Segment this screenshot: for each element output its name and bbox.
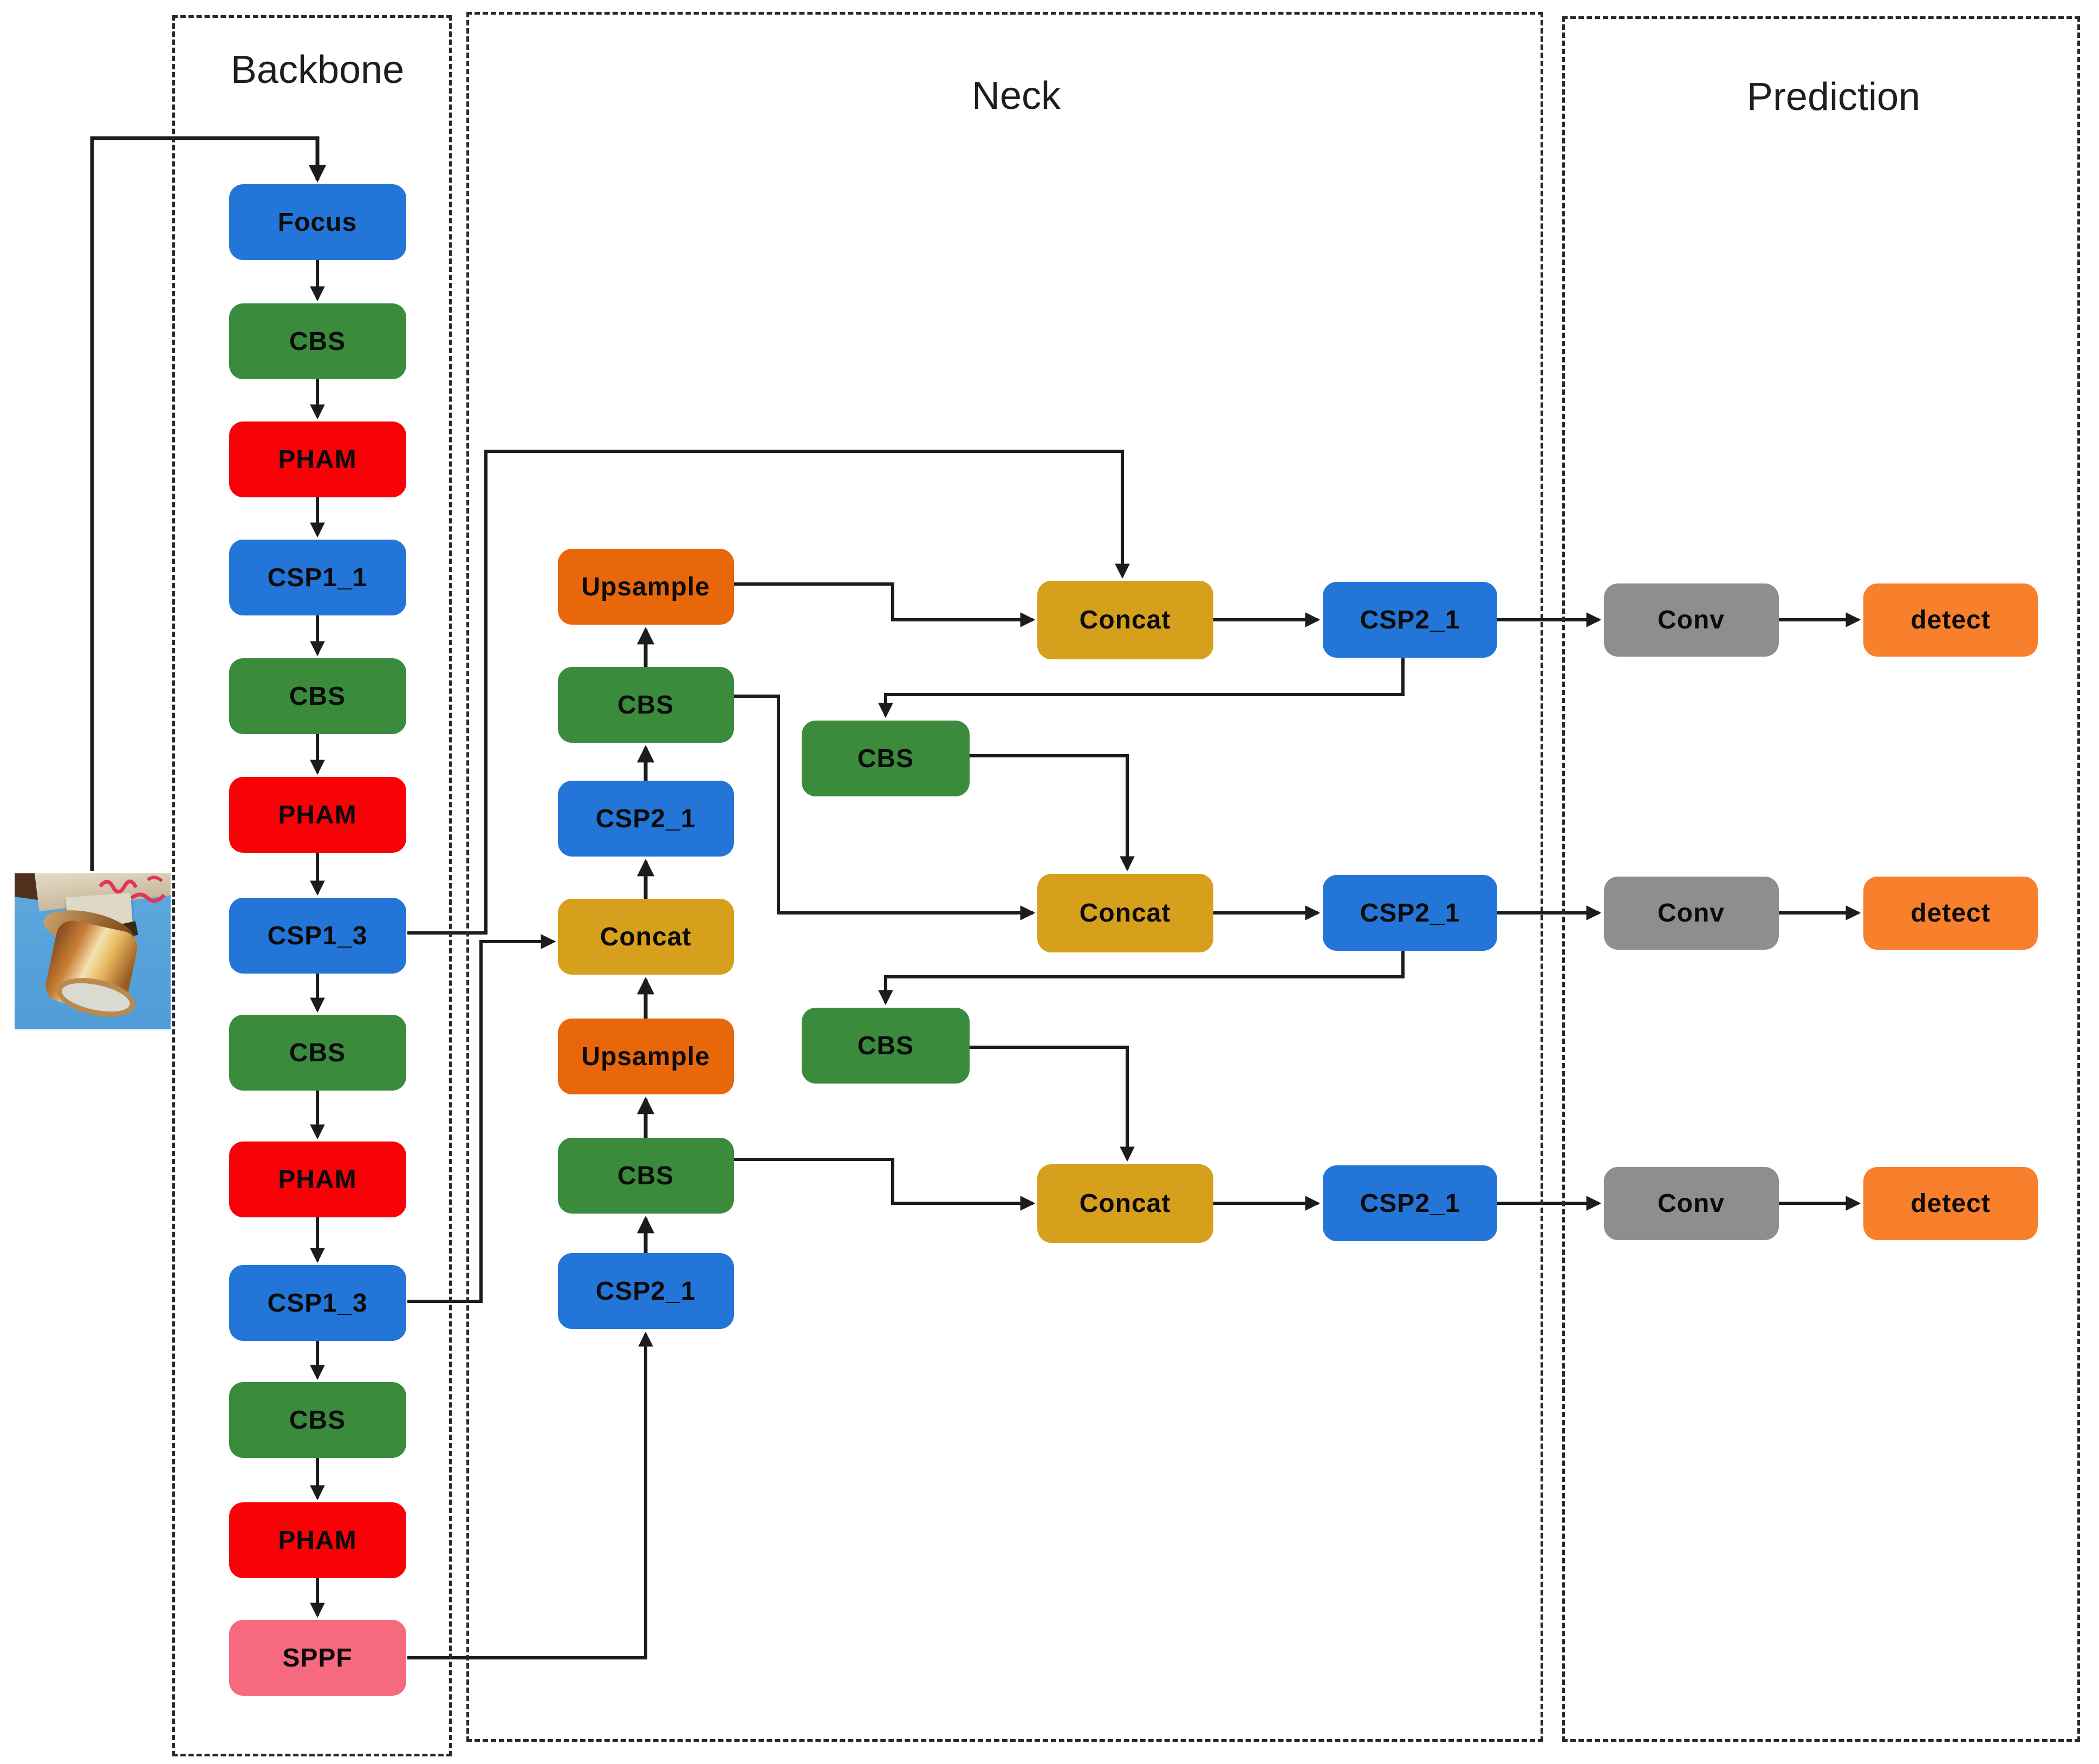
node-detect-r3: detect (1863, 1166, 2038, 1240)
node-cbs-n1: CBS (557, 667, 734, 743)
node-pham-b1: PHAM (229, 421, 406, 497)
node-cbs-b1: CBS (229, 303, 406, 379)
node-concat-r2: Concat (1037, 873, 1213, 952)
node-cbs-b2: CBS (229, 658, 406, 734)
insulator-photo (15, 873, 171, 1029)
edge-csp2r2-down-to-cbsm2 (878, 951, 1405, 1006)
edge-sppf-to-csp2 (407, 1331, 653, 1659)
node-concat-r3: Concat (1037, 1164, 1213, 1243)
node-csp2-r3: CSP2_1 (1323, 1165, 1497, 1241)
node-upsample-2: Upsample (557, 1019, 734, 1094)
edge-cbsn2-to-concat-r3 (734, 1158, 1036, 1211)
node-conv-r2: Conv (1603, 876, 1779, 950)
edge-cbsm2-to-concat-r3-top (970, 1046, 1135, 1162)
node-pham-b4: PHAM (229, 1502, 406, 1578)
backbone-section-frame (172, 15, 452, 1756)
node-csp2-n1: CSP2_1 (557, 781, 734, 857)
edge-cbsm1-to-concat-r2-top (970, 754, 1135, 872)
node-cbs-b4: CBS (229, 1382, 406, 1458)
photo-red-scribble (99, 875, 166, 903)
node-csp1-1: CSP1_1 (229, 540, 406, 615)
edge-cbsn1-to-concat-r2 (734, 695, 1036, 920)
edge-csp13b-to-neck-concat (407, 934, 556, 1303)
edge-upsample1-to-concat-r1 (734, 582, 1036, 627)
backbone-section-title: Backbone (230, 48, 405, 92)
node-pham-b2: PHAM (229, 777, 406, 853)
node-conv-r1: Conv (1603, 583, 1779, 657)
node-csp2-r1: CSP2_1 (1323, 582, 1497, 658)
node-conv-r3: Conv (1603, 1166, 1779, 1240)
node-cbs-m1: CBS (802, 721, 970, 796)
node-detect-r1: detect (1863, 583, 2038, 657)
edge-csp13a-top-route-concat1 (407, 450, 1130, 935)
node-focus: Focus (229, 184, 406, 260)
node-pham-b3: PHAM (229, 1142, 406, 1217)
node-detect-r2: detect (1863, 876, 2038, 950)
node-cbs-m2: CBS (802, 1008, 970, 1084)
edge-photo-to-focus (90, 136, 327, 871)
neck-section-title: Neck (971, 74, 1061, 118)
node-sppf: SPPF (229, 1620, 406, 1696)
node-cbs-n2: CBS (557, 1138, 734, 1214)
node-csp1-3a: CSP1_3 (229, 898, 406, 974)
node-csp1-3b: CSP1_3 (229, 1265, 406, 1341)
edge-csp2r1-down-to-cbsm1 (878, 658, 1405, 718)
node-concat-n: Concat (557, 899, 734, 975)
node-concat-r1: Concat (1037, 580, 1213, 659)
prediction-section-title: Prediction (1746, 75, 1921, 119)
node-upsample-1: Upsample (557, 549, 734, 625)
node-cbs-b3: CBS (229, 1015, 406, 1091)
neck-section-frame (466, 12, 1543, 1742)
node-csp2-r2: CSP2_1 (1323, 875, 1497, 951)
node-csp2-n2: CSP2_1 (557, 1253, 734, 1329)
prediction-section-frame (1562, 16, 2080, 1742)
